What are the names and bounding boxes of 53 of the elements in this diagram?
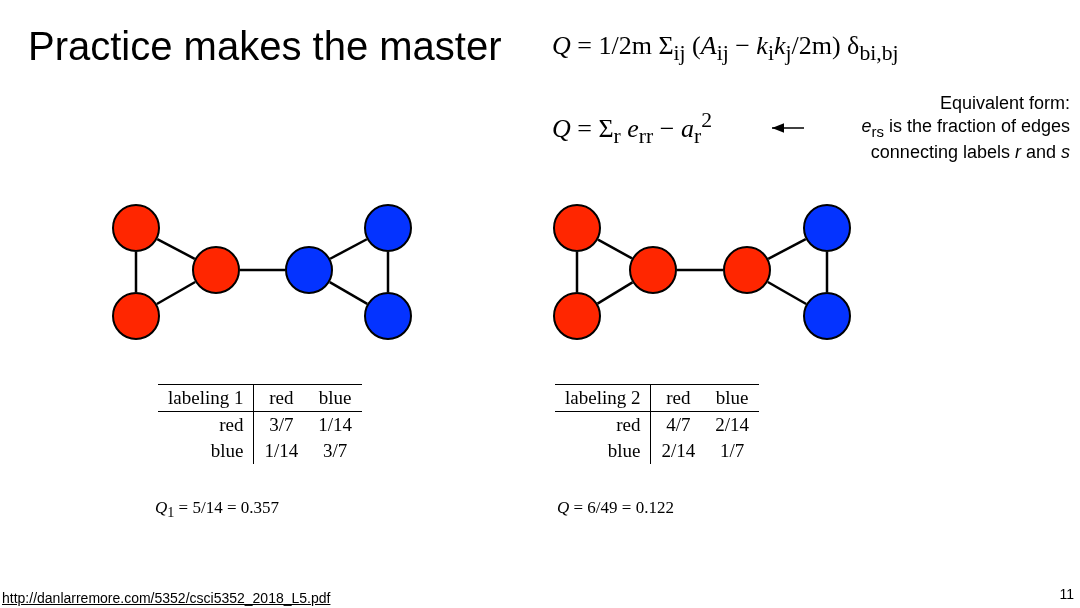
arrow xyxy=(771,123,805,133)
graph-edge xyxy=(329,281,368,305)
graph-edge xyxy=(767,238,807,260)
graph-edge xyxy=(597,238,633,260)
result-formula: Q = 6/49 = 0.122 xyxy=(557,498,674,519)
slide-title: Practice makes the master xyxy=(28,24,502,69)
graph-node-circle xyxy=(553,204,601,252)
note-text: e$_{rs}$ is the fraction of edges connecting labels r and s xyxy=(860,114,1070,164)
table-cell-text: 1/7 xyxy=(719,439,746,463)
graph-edge xyxy=(134,252,138,292)
graph-edge xyxy=(329,238,368,260)
table-cell: blue xyxy=(555,438,652,464)
table-cell: red xyxy=(158,412,255,438)
graph-edge xyxy=(156,238,196,260)
graph-node-circle xyxy=(112,292,160,340)
table-cell: red xyxy=(555,412,652,438)
table-cell-text: 3/7 xyxy=(322,439,349,463)
table-cell: red xyxy=(254,384,309,412)
note-text: Equivalent form: xyxy=(939,92,1070,115)
source-link: http://danlarremore.com/5352/csci5352_2018_L5.pdf xyxy=(2,590,331,606)
graph-node-circle xyxy=(723,246,771,294)
table-cell-text: 2/14 xyxy=(660,439,697,463)
graph-edge xyxy=(240,268,285,272)
graph-edge xyxy=(575,252,579,292)
graph-edge xyxy=(156,280,196,306)
table-cell-text: 1/14 xyxy=(317,413,353,437)
modularity-formula: Q = 1/2m Σ$_{ij}$ (A$_{ij}$ − k$_{i}$k$_{j}$/2m) δ$_{bi,bj}$ xyxy=(552,30,899,67)
table-cell: red xyxy=(651,384,706,412)
table-cell: blue xyxy=(705,384,759,412)
result-formula: Q$_{1}$ = 5/14 = 0.357 xyxy=(155,498,279,522)
table-cell: labeling 1 xyxy=(158,384,255,412)
graph-edge xyxy=(767,280,807,306)
table-cell: blue xyxy=(158,438,255,464)
graph-edge xyxy=(596,281,634,305)
graph-node-circle xyxy=(803,204,851,252)
table-cell-text: 3/7 xyxy=(268,413,295,437)
table-cell: labeling 2 xyxy=(555,384,652,412)
graph-node-circle xyxy=(112,204,160,252)
graph-edge xyxy=(825,252,829,292)
graph-node-circle xyxy=(285,246,333,294)
graph-node-circle xyxy=(553,292,601,340)
page-number: 11 xyxy=(1059,586,1074,602)
graph-node-circle xyxy=(364,292,412,340)
graph-node-circle xyxy=(364,204,412,252)
table-cell-text: 4/7 xyxy=(665,413,692,437)
graph-edge xyxy=(677,268,723,272)
graph-node-circle xyxy=(629,246,677,294)
graph-edge xyxy=(386,252,390,292)
table-cell-text: 2/14 xyxy=(714,413,750,437)
graph-node-circle xyxy=(192,246,240,294)
table-cell-text: 1/14 xyxy=(263,439,300,463)
table-cell: blue xyxy=(308,384,362,412)
graph-node-circle xyxy=(803,292,851,340)
